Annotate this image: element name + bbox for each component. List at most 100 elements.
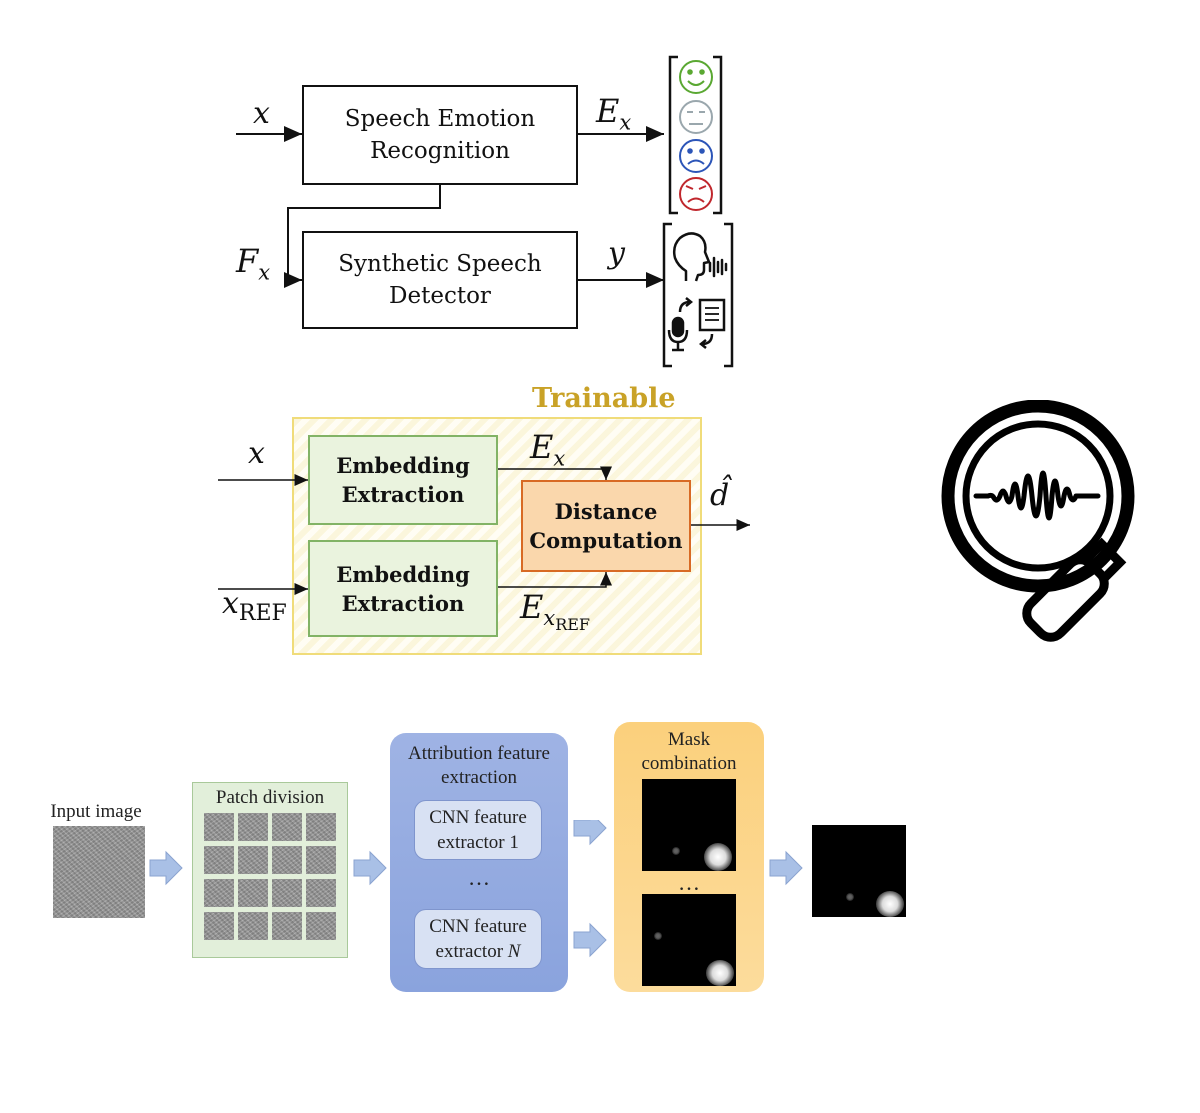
magnifying-glass-waveform-icon <box>941 400 1135 642</box>
ssd-block-line1: Synthetic Speech <box>338 251 542 277</box>
ex-arrow <box>498 466 612 480</box>
distance-block-line2: Computation <box>529 528 683 553</box>
ref-input-subscript: REF <box>238 601 287 626</box>
cnn-n-line1: CNN feature <box>429 916 527 937</box>
cnn-n-line2-text: extractor <box>435 941 504 962</box>
emb-output-symbol: E <box>530 428 554 466</box>
cnn-n-index: N <box>507 941 521 962</box>
embedding-block-1-line2: Extraction <box>341 482 465 507</box>
input-image <box>53 826 145 918</box>
cnn-feature-extractor-1: CNN feature extractor 1 <box>414 800 542 860</box>
ref-input-label: xREF <box>222 586 287 626</box>
feature-subscript: x <box>258 260 271 285</box>
angry-face-icon <box>679 177 713 211</box>
cnn-n-line2: extractor N <box>429 939 527 964</box>
mask-image-n <box>642 894 736 986</box>
patch <box>238 846 268 874</box>
cnn-1-line1: CNN feature <box>429 807 527 828</box>
emotion-vector-bracket <box>668 55 723 215</box>
pipeline-arrows <box>149 820 803 958</box>
arrow-to-patch <box>149 850 183 886</box>
input-image-label: Input image <box>50 801 142 822</box>
patch <box>204 912 234 940</box>
patch <box>306 912 336 940</box>
emb-ref-output-label: ExREF <box>520 588 590 635</box>
sad-face-icon <box>679 139 713 173</box>
emb-output-subscript: x <box>553 446 566 471</box>
ser-output-label: Ex <box>596 92 631 134</box>
mask-highlight <box>672 847 680 855</box>
top-diagram-connectors <box>236 55 734 368</box>
middle-diagram-connectors <box>218 466 750 595</box>
mask-highlight <box>706 960 734 986</box>
mask-label-line2: combination <box>641 753 737 774</box>
emb-ref-output-symbol: E <box>520 588 544 626</box>
neutral-face-icon <box>679 100 713 134</box>
feature-arrow <box>284 184 441 288</box>
arrow-to-mask-n <box>573 922 607 958</box>
patch <box>204 813 234 841</box>
mask-highlight <box>654 932 662 940</box>
embedding-extraction-block-2: Embedding Extraction <box>308 540 498 637</box>
mask-ellipsis: … <box>678 870 700 895</box>
synthetic-speech-detector-block: Synthetic Speech Detector <box>302 231 578 329</box>
distance-block-line1: Distance <box>554 499 658 524</box>
patch <box>238 813 268 841</box>
patch-division-label: Patch division <box>215 787 325 808</box>
arrow-to-attribution <box>353 850 387 886</box>
patch <box>306 846 336 874</box>
happy-face-icon <box>679 60 713 94</box>
input-x-label: x <box>253 96 270 131</box>
embedding-block-1-line1: Embedding <box>336 453 470 478</box>
embedding-block-2-line2: Extraction <box>341 590 465 616</box>
speech-vector-bracket <box>662 222 734 368</box>
emb-ref-output-subscript-ref: REF <box>555 615 591 635</box>
attribution-label-line1: Attribution feature <box>408 743 550 764</box>
patch <box>204 846 234 874</box>
output-mask-image <box>812 825 906 917</box>
speech-emotion-recognition-block: Speech Emotion Recognition <box>302 85 578 185</box>
patch <box>204 879 234 907</box>
attribution-label-line2: extraction <box>441 767 517 788</box>
embedding-block-2-line1: Embedding <box>336 561 470 587</box>
exref-arrow <box>498 572 612 588</box>
ssd-output-y-label: y <box>608 236 625 271</box>
mask-combination-label: Mask combination <box>614 728 764 776</box>
mask-label-line1: Mask <box>667 729 711 750</box>
ser-block-line2: Recognition <box>370 138 510 164</box>
emb-ref-output-subscript-x: x <box>543 606 556 631</box>
ser-output-subscript: x <box>619 110 632 135</box>
cnn-ellipsis: … <box>468 865 490 890</box>
patch <box>272 813 302 841</box>
recorded-speech-icon <box>667 297 726 352</box>
patch <box>238 912 268 940</box>
ser-block-line1: Speech Emotion <box>344 106 536 132</box>
mask-highlight <box>704 843 732 871</box>
ser-output-symbol: E <box>596 92 620 130</box>
patch <box>306 813 336 841</box>
ssd-block-line2: Detector <box>389 283 491 309</box>
cnn-feature-extractor-n: CNN feature extractor N <box>414 909 542 969</box>
embedding-extraction-block-1: Embedding Extraction <box>308 435 498 525</box>
patch <box>238 879 268 907</box>
speaking-head-icon <box>672 232 728 282</box>
distance-computation-block: Distance Computation <box>521 480 691 572</box>
feature-symbol: F <box>236 242 259 280</box>
mask-image-1 <box>642 779 736 871</box>
patch <box>272 912 302 940</box>
arrow-to-mask-1 <box>573 820 607 846</box>
attribution-feature-label: Attribution feature extraction <box>390 742 568 790</box>
middle-input-x-label: x <box>248 436 265 471</box>
mask-highlight <box>876 891 904 917</box>
patch <box>306 879 336 907</box>
cnn-1-line2: extractor 1 <box>437 832 519 853</box>
emb-output-label: Ex <box>530 428 565 470</box>
mask-highlight <box>846 893 854 901</box>
arrow-to-output <box>769 850 803 886</box>
feature-label: Fx <box>236 242 270 284</box>
distance-output-label: d̂ <box>710 478 730 513</box>
trainable-label: Trainable <box>532 383 676 414</box>
patch <box>272 879 302 907</box>
ref-input-symbol: x <box>222 586 239 621</box>
patch <box>272 846 302 874</box>
